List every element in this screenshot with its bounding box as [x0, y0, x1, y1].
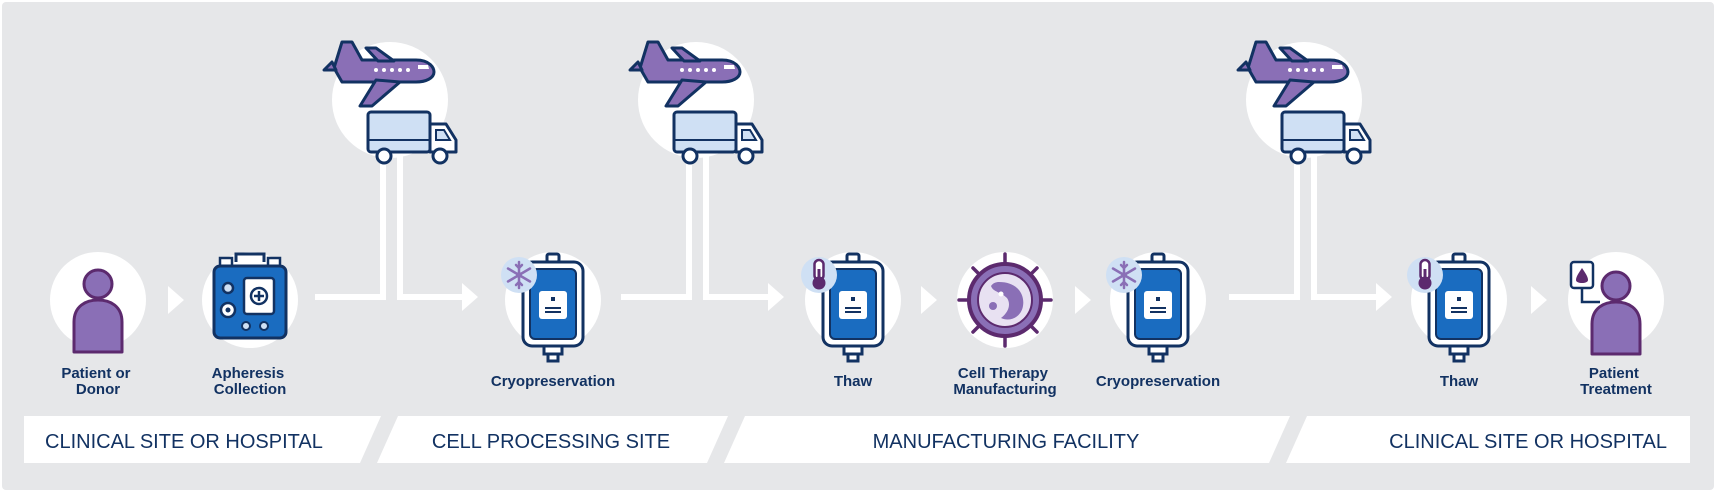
thermometer-icon [799, 255, 839, 295]
step-label-thaw: Thaw [1440, 373, 1479, 390]
iv-drip-icon [1569, 260, 1600, 304]
apheresis-device-icon [212, 252, 288, 340]
site-banner [724, 416, 1290, 463]
step-label-cryopreservation: Cryopreservation [1096, 373, 1220, 390]
step-label-manufacturing: Cell Therapy Manufacturing [953, 365, 1056, 398]
step-label-cryopreservation: Cryopreservation [491, 373, 615, 390]
step-label-patient-donor: Patient or Donor [61, 365, 134, 398]
site-label-manufacturing: MANUFACTURING FACILITY [873, 431, 1140, 453]
site-label-clinical: CLINICAL SITE OR HOSPITAL [1389, 431, 1667, 453]
site-label-clinical: CLINICAL SITE OR HOSPITAL [45, 431, 323, 453]
step-label-apheresis: Apheresis Collection [212, 365, 289, 398]
thermometer-icon [1405, 255, 1445, 295]
step-arrows [168, 286, 1547, 314]
site-banner [377, 416, 728, 463]
step-label-thaw: Thaw [834, 373, 873, 390]
site-label-cell-processing: CELL PROCESSING SITE [432, 431, 670, 453]
step-label-patient-treatment: Patient Treatment [1580, 365, 1652, 398]
site-banner [1286, 416, 1690, 463]
site-banner [24, 416, 381, 463]
snowflake-icon [1104, 255, 1144, 295]
cell-icon [957, 252, 1053, 348]
snowflake-icon [499, 255, 539, 295]
